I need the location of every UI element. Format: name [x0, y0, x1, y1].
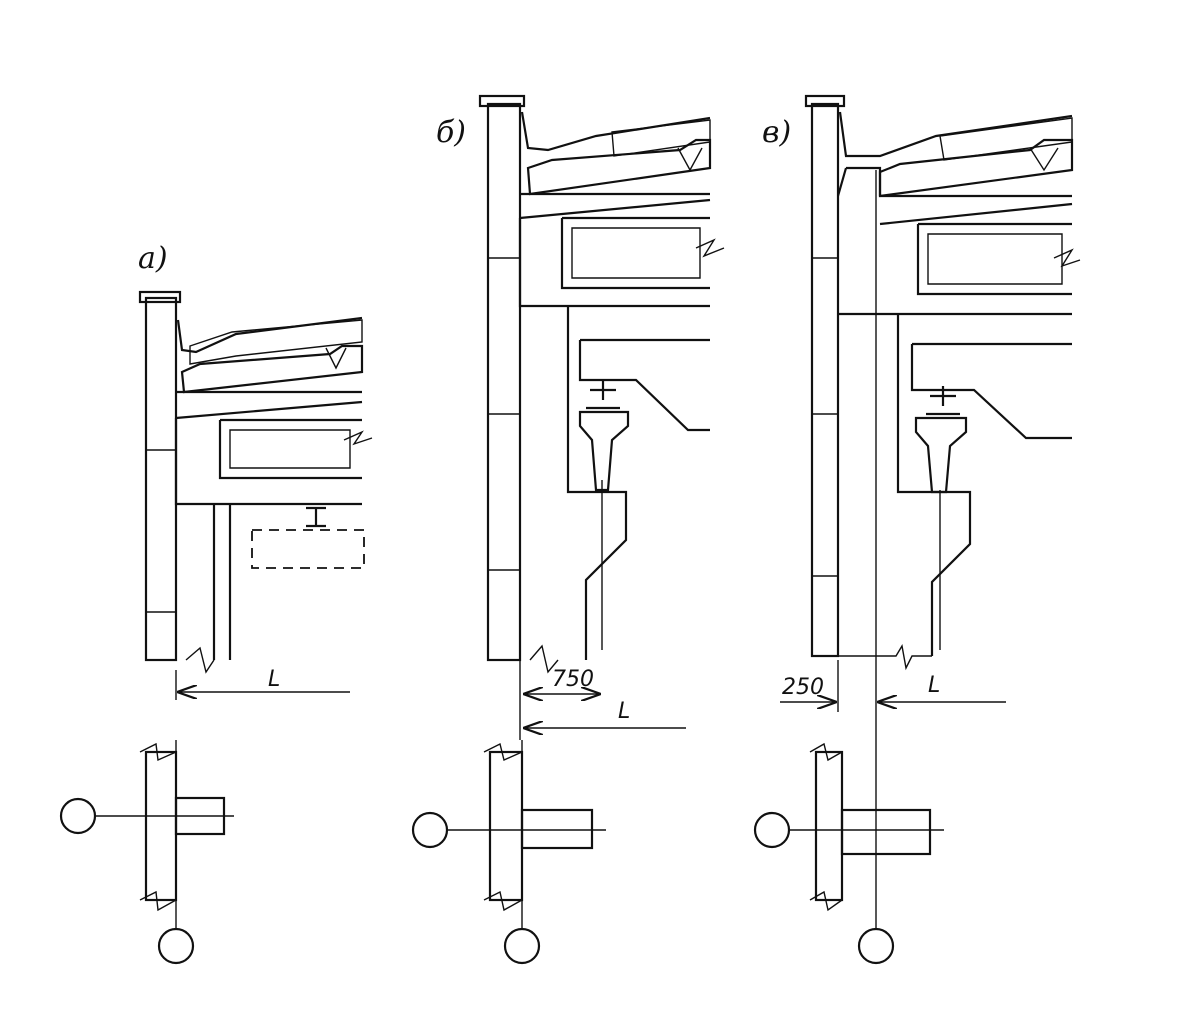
- variant-a-label: а): [138, 241, 168, 276]
- crane-beam-dashed: [251, 529, 365, 569]
- slab-rib: [677, 147, 703, 172]
- rail-support: [914, 416, 968, 494]
- break-line: [185, 646, 215, 674]
- span-label-a: L: [268, 667, 280, 692]
- offset-label-v: 250: [782, 675, 824, 700]
- offset-label-b: 750: [552, 667, 594, 692]
- variant-v: в) 250 L: [753, 94, 1081, 965]
- grid-axis-bubble: [503, 927, 541, 965]
- break-line: [483, 890, 523, 912]
- variant-b: б) 750 L: [411, 94, 725, 965]
- crane-rail: [926, 386, 960, 416]
- roof-slab: [878, 138, 1074, 198]
- break-line: [695, 238, 725, 258]
- wall-section-a: [144, 296, 178, 662]
- plan-wall-a: [144, 750, 178, 902]
- parapet-cap: [478, 94, 526, 108]
- grid-axis-bubble: [753, 811, 791, 849]
- span-label-b: L: [618, 699, 630, 724]
- break-line: [809, 742, 843, 762]
- grid-axis-bubble: [157, 927, 195, 965]
- parapet-cap: [138, 290, 182, 304]
- variant-b-label: б): [436, 115, 466, 150]
- gutter-support: [836, 166, 882, 197]
- beam-opening: [571, 227, 701, 279]
- grid-axis-bubble: [59, 797, 97, 835]
- slab-rib: [325, 347, 347, 370]
- roof-membrane: [176, 316, 363, 354]
- wall-section-b: [486, 102, 522, 662]
- roof-slab: [526, 138, 712, 196]
- beam-bottom: [518, 218, 710, 308]
- grid-axis-bubble: [857, 927, 895, 965]
- beam-flange: [175, 400, 363, 420]
- column-v: [896, 314, 972, 656]
- break-line: [483, 742, 523, 761]
- break-line: [139, 890, 177, 912]
- span-label-v: L: [928, 673, 940, 698]
- grid-axis-bubble: [411, 811, 449, 849]
- break-line: [139, 742, 177, 762]
- variant-v-label: в): [762, 115, 791, 150]
- plan-wall-b: [488, 750, 524, 902]
- roof-slab: [180, 344, 364, 394]
- beam-web: [560, 216, 710, 290]
- rail-support: [578, 410, 630, 492]
- column-b: [566, 306, 628, 660]
- beam-flange: [879, 202, 1073, 226]
- crane-girder: [910, 342, 1072, 440]
- parapet-cap: [804, 94, 846, 108]
- plan-column-b: [520, 808, 594, 850]
- beam-opening: [927, 233, 1063, 285]
- roof-membrane: [838, 111, 1073, 158]
- crane-girder: [578, 338, 710, 432]
- break-line: [1053, 248, 1081, 268]
- break-line: [343, 430, 373, 446]
- roof-insulation: [189, 319, 363, 365]
- beam-bottom: [174, 418, 362, 506]
- crane-rail: [586, 380, 620, 410]
- slab-rib: [1029, 147, 1059, 172]
- plan-column-v: [840, 808, 932, 856]
- beam-flange: [519, 198, 711, 220]
- break-line: [809, 890, 843, 912]
- crane-rail: [306, 506, 326, 528]
- beam-opening: [229, 429, 351, 469]
- plan-wall-v: [814, 750, 844, 902]
- beam-web: [218, 418, 362, 480]
- wall-section-v: [810, 102, 840, 658]
- variant-a: а) L: [59, 241, 373, 965]
- break-line: [876, 644, 932, 671]
- beam-web: [916, 222, 1072, 296]
- break-line: [529, 644, 559, 674]
